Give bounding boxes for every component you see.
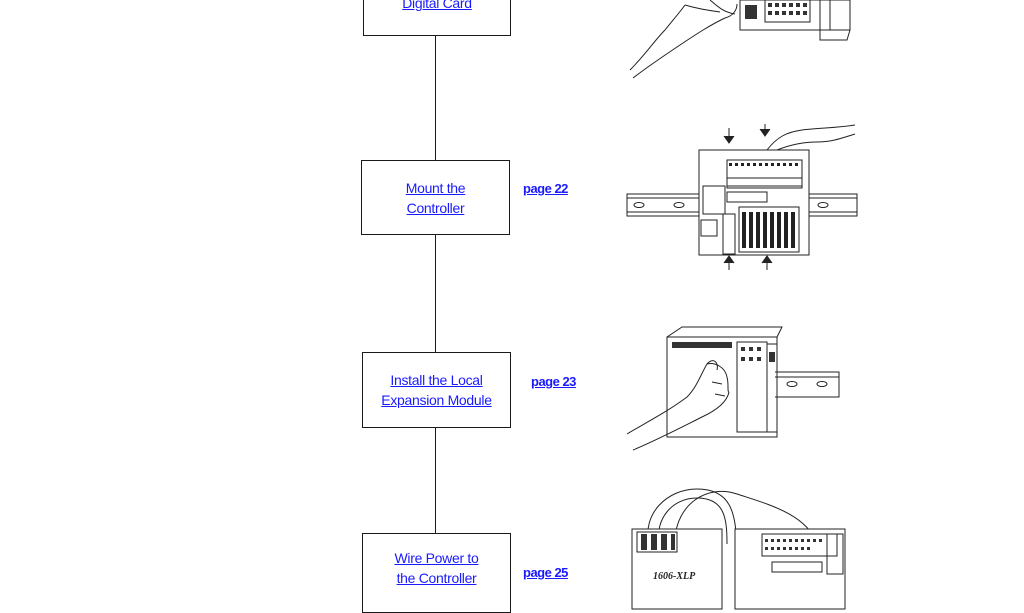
flow-connector	[435, 427, 437, 534]
step-box-install-expansion-module: Install the Local Expansion Module	[362, 352, 511, 428]
power-supply-label: 1606-XLP	[653, 571, 696, 582]
wire-power-illustration: 1606-XLP	[627, 484, 847, 604]
page-reference-link[interactable]: page 23	[531, 374, 576, 389]
page-reference-link[interactable]: page 22	[523, 181, 568, 196]
insert-card-illustration	[625, 0, 855, 80]
step-link[interactable]: Digital Card	[402, 0, 472, 11]
step-link-line1[interactable]: Install the Local	[390, 372, 483, 388]
step-link-line2[interactable]: Controller	[406, 199, 465, 216]
step-link-line2[interactable]: Expansion Module	[381, 392, 492, 408]
step-link-line1[interactable]: Mount the	[405, 179, 466, 196]
mount-controller-illustration	[627, 122, 857, 274]
step-box-install-digital-card: Digital Card	[363, 0, 511, 36]
flow-connector	[435, 35, 437, 161]
step-link-line1[interactable]: Wire Power to	[394, 550, 479, 566]
install-expansion-illustration	[627, 322, 842, 462]
step-box-mount-controller: Mount the Controller	[361, 160, 510, 235]
page-reference-link[interactable]: page 25	[523, 565, 568, 580]
step-link-line2[interactable]: the Controller	[396, 570, 477, 586]
flow-connector	[435, 234, 437, 353]
step-box-wire-power: Wire Power to the Controller	[362, 533, 511, 613]
